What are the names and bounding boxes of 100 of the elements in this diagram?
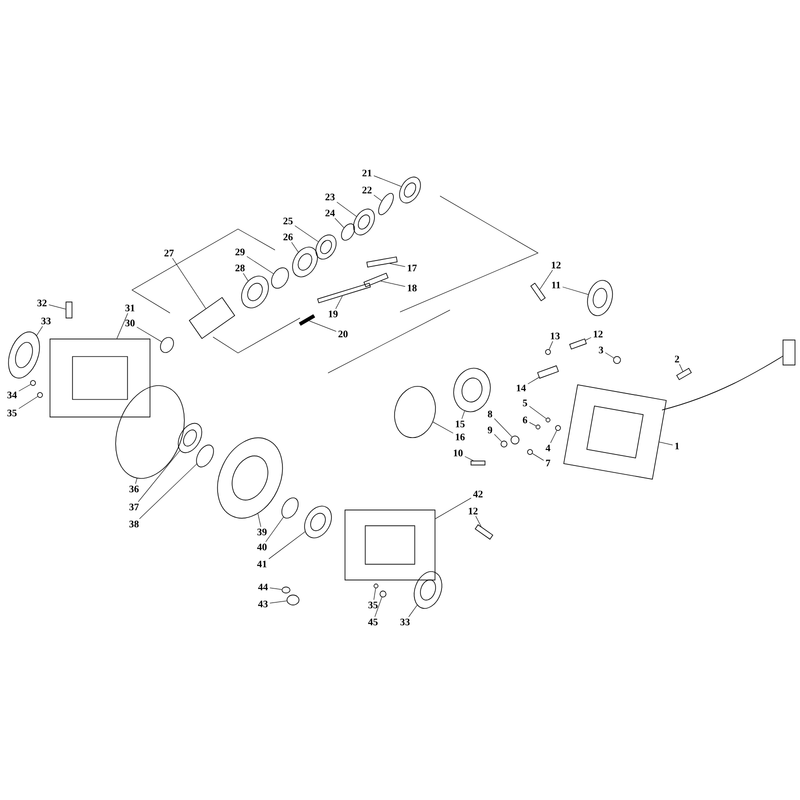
callout-number: 12 (468, 508, 478, 514)
gasket-drawing (394, 386, 436, 438)
bolt-drawing (530, 282, 546, 302)
callout-number: 12 (594, 330, 603, 338)
callout-number: 5 (522, 400, 528, 406)
callout-number: 24 (325, 210, 335, 216)
bearing-drawing (353, 208, 375, 236)
callout-number: 1 (675, 442, 679, 450)
callout-number: 7 (546, 460, 550, 466)
callout-number: 11 (552, 282, 560, 288)
leader-line (243, 272, 248, 282)
shift-rod-drawing (317, 282, 371, 304)
leader-line (605, 352, 614, 358)
o-ring-drawing (115, 385, 185, 479)
seal-drawing (8, 332, 40, 378)
callout-number: 15 (456, 420, 465, 428)
detent-drawing (500, 440, 508, 448)
leader-line (374, 588, 376, 600)
callout-number: 17 (408, 264, 417, 272)
leader-line (136, 326, 162, 342)
leader-line (475, 516, 482, 527)
collar-drawing (453, 368, 491, 412)
washer-drawing (281, 498, 299, 518)
leader-line (18, 396, 38, 409)
callout-number: 4 (546, 444, 550, 452)
callout-number: 34 (7, 392, 17, 398)
ring-gear-drawing (217, 438, 283, 518)
shift-fork-drawing (366, 256, 398, 268)
leader-line (294, 225, 319, 242)
ball-drawing (527, 449, 533, 455)
leader-line (548, 340, 553, 350)
callout-number: 9 (488, 426, 492, 434)
leader-line (494, 418, 512, 438)
ball-drawing (555, 425, 561, 431)
leader-line (308, 320, 336, 332)
bearing-drawing (292, 246, 318, 278)
leader-line (539, 270, 553, 290)
leader-line (374, 194, 382, 202)
leader-line (258, 513, 262, 528)
callout-number: 29 (235, 248, 245, 256)
leader-line (268, 531, 306, 560)
pinion-gear-drawing (188, 297, 236, 339)
plug-drawing (286, 594, 300, 606)
housing-drawing (50, 338, 150, 418)
washer-drawing (30, 380, 36, 386)
bearing-drawing (316, 234, 336, 260)
circlip-drawing (378, 192, 394, 216)
callout-number: 25 (283, 218, 293, 224)
ball-drawing (546, 418, 550, 422)
leader-line (139, 464, 197, 520)
o-ring-drawing (282, 586, 290, 594)
bolt-drawing (470, 460, 486, 466)
callout-number: 14 (516, 384, 526, 392)
callout-number: 36 (129, 486, 139, 492)
callout-number: 22 (362, 186, 372, 194)
bearing-drawing (241, 276, 269, 308)
callout-number: 12 (552, 262, 561, 268)
callout-number: 8 (488, 410, 492, 418)
washer-drawing (374, 584, 378, 588)
leader-line (679, 364, 684, 372)
spring-drawing (298, 314, 316, 326)
callout-number: 37 (129, 504, 139, 510)
bushing-drawing (160, 337, 174, 353)
seal-drawing (414, 571, 442, 609)
leader-line (408, 604, 418, 618)
spring-drawing (510, 436, 520, 444)
ball-drawing (536, 424, 540, 430)
callout-number: 33 (41, 318, 51, 324)
leader-line (138, 450, 180, 502)
bearing-drawing (178, 422, 202, 454)
leader-line (462, 410, 465, 420)
actuator-drawing (563, 384, 667, 480)
callout-number: 6 (522, 416, 528, 424)
nut-drawing (613, 356, 621, 364)
callout-number: 21 (362, 170, 372, 176)
leader-line (532, 453, 544, 461)
leader-line (172, 258, 206, 309)
callout-number: 45 (368, 618, 378, 626)
callout-number: 32 (37, 300, 47, 306)
leader-line (48, 304, 66, 310)
leader-line (266, 516, 284, 542)
callout-number: 3 (598, 346, 604, 354)
callout-number: 26 (283, 234, 293, 240)
callout-number: 35 (368, 602, 378, 608)
bolt-drawing (474, 524, 494, 540)
leader-line (389, 263, 406, 267)
callout-number: 10 (454, 450, 463, 456)
leader-line (380, 280, 406, 287)
bolt-drawing (66, 302, 72, 318)
callout-number: 33 (400, 618, 410, 626)
motor-drawing (587, 280, 613, 316)
leader-line (659, 442, 673, 446)
callout-number: 28 (235, 264, 245, 272)
plug-drawing (37, 392, 43, 398)
callout-number: 23 (325, 194, 335, 200)
callout-number: 38 (129, 520, 139, 528)
callout-number: 44 (258, 584, 268, 590)
callout-number: 35 (7, 410, 17, 416)
leader-line (18, 384, 31, 392)
callout-number: 41 (257, 560, 266, 568)
